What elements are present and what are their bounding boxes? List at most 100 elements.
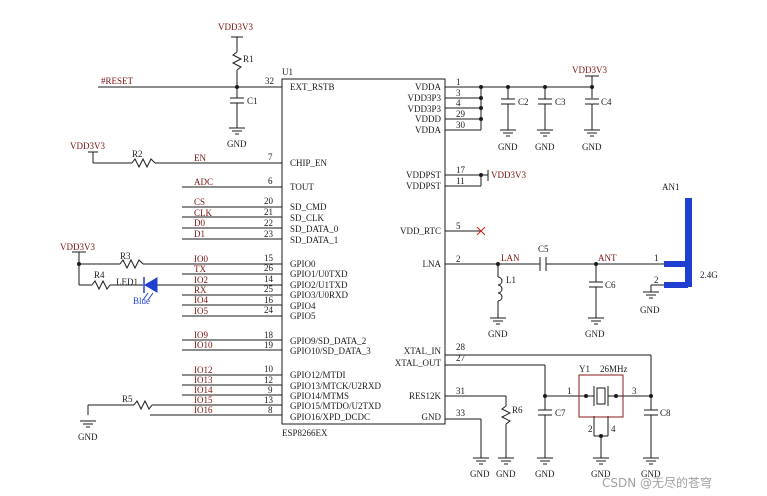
svg-text:IO14: IO14	[194, 385, 213, 395]
y-pin-1: 1	[567, 386, 572, 396]
vdd-label-led: VDD3V3	[60, 242, 95, 252]
junction-lan	[496, 262, 500, 266]
svg-text:14: 14	[264, 274, 274, 284]
svg-text:GPIO2/U1TXD: GPIO2/U1TXD	[290, 280, 348, 290]
y-pin-4: 4	[611, 424, 616, 434]
svg-text:17: 17	[456, 165, 466, 175]
svg-text:TOUT: TOUT	[290, 182, 314, 192]
chip-ref: U1	[282, 67, 293, 77]
svg-text:CLK: CLK	[194, 208, 213, 218]
led1-label: LED1	[116, 277, 138, 287]
svg-text:ADC: ADC	[194, 177, 213, 187]
c1-label: C1	[247, 96, 258, 106]
r2-label: R2	[132, 149, 143, 159]
svg-text:8: 8	[268, 405, 273, 415]
gnd-label-c3: GND	[535, 142, 555, 152]
gnd-label-c6: GND	[585, 329, 605, 339]
r3-label: R3	[120, 251, 131, 261]
svg-text:XTAL_IN: XTAL_IN	[404, 346, 442, 356]
svg-text:VDD3P3: VDD3P3	[407, 93, 441, 103]
l1-label: L1	[506, 275, 516, 285]
crystal-circuit	[473, 355, 659, 465]
vdd-label-en: VDD3V3	[70, 141, 105, 151]
right-pin-leads	[445, 86, 651, 420]
svg-text:RX: RX	[194, 285, 207, 295]
ant-pin-2: 2	[654, 275, 659, 285]
led-circuit	[72, 251, 182, 291]
svg-text:GPIO16/XPD_DCDC: GPIO16/XPD_DCDC	[290, 412, 370, 422]
svg-text:#RESET: #RESET	[101, 76, 134, 86]
power-decoupling	[480, 75, 600, 137]
svg-text:VDDPST: VDDPST	[406, 181, 442, 191]
svg-text:30: 30	[456, 120, 466, 130]
svg-text:18: 18	[264, 330, 274, 340]
svg-text:GPIO4: GPIO4	[290, 301, 316, 311]
svg-text:CHIP_EN: CHIP_EN	[290, 158, 328, 168]
svg-text:VDDA: VDDA	[415, 82, 441, 92]
vdd-label-2: VDD3V3	[572, 65, 607, 75]
svg-text:26: 26	[264, 263, 274, 273]
r5-circuit	[80, 399, 182, 428]
gnd-label-c4: GND	[582, 142, 602, 152]
svg-text:LNA: LNA	[423, 259, 442, 269]
gnd-label-l1: GND	[488, 329, 508, 339]
svg-text:IO9: IO9	[194, 330, 208, 340]
led-symbol	[142, 277, 158, 301]
gnd-label-c1: GND	[227, 139, 247, 149]
svg-text:VDDD: VDDD	[415, 114, 441, 124]
svg-text:EXT_RSTB: EXT_RSTB	[290, 82, 335, 92]
svg-text:23: 23	[264, 229, 274, 239]
antenna-symbol	[664, 198, 692, 288]
svg-text:CS: CS	[194, 197, 205, 207]
svg-text:IO15: IO15	[194, 395, 213, 405]
svg-text:16: 16	[264, 295, 274, 305]
c2-label: C2	[518, 97, 529, 107]
vdd-label-pst: VDD3V3	[491, 170, 526, 180]
gnd-label-c7: GND	[535, 469, 555, 479]
rf-circuit	[490, 257, 664, 325]
svg-text:IO10: IO10	[194, 340, 213, 350]
y1-freq-label: 26MHz	[600, 364, 628, 374]
svg-text:7: 7	[268, 152, 273, 162]
svg-text:IO0: IO0	[194, 254, 208, 264]
svg-text:20: 20	[264, 196, 274, 206]
svg-text:VDDPST: VDDPST	[406, 170, 442, 180]
svg-text:IO12: IO12	[194, 365, 213, 375]
svg-text:SD_DATA_0: SD_DATA_0	[290, 224, 339, 234]
svg-text:21: 21	[264, 207, 273, 217]
svg-text:1: 1	[456, 77, 461, 87]
led-color-label: Blue	[133, 296, 150, 306]
junction-led	[77, 262, 81, 266]
svg-text:19: 19	[264, 340, 274, 350]
no-connect-mark	[476, 226, 486, 236]
svg-text:TX: TX	[194, 264, 206, 274]
svg-text:GPIO5: GPIO5	[290, 311, 316, 321]
chip-body	[281, 78, 446, 425]
svg-text:IO4: IO4	[194, 295, 208, 305]
crystal-outline	[578, 374, 624, 418]
svg-text:GPIO13/MTCK/U2RXD: GPIO13/MTCK/U2RXD	[290, 381, 382, 391]
vdd-label-1: VDD3V3	[218, 22, 253, 32]
junction-vddpst	[479, 173, 483, 177]
watermark: CSDN @无尽的苍穹	[602, 475, 712, 490]
svg-text:IO5: IO5	[194, 306, 208, 316]
svg-text:SD_CLK: SD_CLK	[290, 213, 325, 223]
gnd-label-y1: GND	[591, 469, 611, 479]
svg-text:2: 2	[456, 254, 461, 264]
svg-text:GND: GND	[422, 412, 442, 422]
an1-label: AN1	[662, 182, 680, 192]
y-pin-2: 2	[588, 424, 593, 434]
svg-text:GPIO12/MTDI: GPIO12/MTDI	[290, 370, 346, 380]
svg-text:15: 15	[264, 253, 274, 263]
vddpst-link	[480, 170, 489, 186]
reset-circuit	[98, 36, 245, 135]
gnd-label-ant: GND	[640, 305, 660, 315]
left-pin-leads	[150, 86, 282, 416]
svg-text:22: 22	[264, 218, 273, 228]
svg-text:SD_CMD: SD_CMD	[290, 202, 327, 212]
svg-text:GPIO1/U0TXD: GPIO1/U0TXD	[290, 269, 348, 279]
chip-part: ESP8266EX	[282, 428, 328, 438]
ant-pin-1: 1	[654, 253, 659, 263]
left-net-labels: #RESET EN ADC CS CLK D0 D1 IO0 TX IO2 RX…	[101, 76, 213, 415]
y-pin-3: 3	[632, 386, 637, 396]
